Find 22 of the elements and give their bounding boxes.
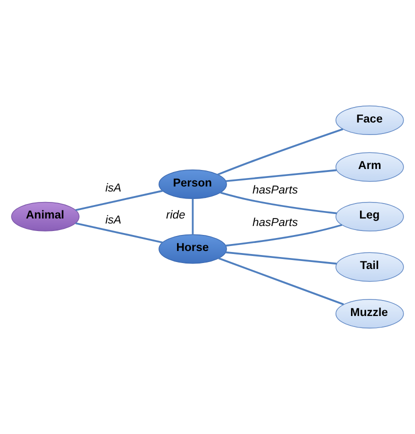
node-ellipse: Face bbox=[336, 106, 404, 135]
node-ellipse: Muzzle bbox=[336, 299, 404, 328]
edge-label: isA bbox=[105, 182, 122, 194]
node-ellipse: Person bbox=[158, 170, 227, 200]
connector bbox=[226, 224, 342, 247]
connector bbox=[192, 198, 194, 234]
connector bbox=[226, 251, 337, 265]
node-ellipse: Animal bbox=[11, 202, 80, 232]
node-ellipse: Horse bbox=[158, 234, 227, 264]
connector bbox=[75, 190, 163, 211]
node-ellipse: Leg bbox=[336, 202, 404, 232]
edge-label: isA bbox=[105, 214, 122, 227]
edge-label: hasParts bbox=[252, 184, 298, 196]
connector bbox=[75, 222, 163, 244]
node-ellipse: Arm bbox=[336, 152, 404, 182]
edge-label: hasParts bbox=[252, 216, 298, 229]
connector bbox=[226, 169, 337, 182]
node-ellipse: Tail bbox=[336, 252, 404, 282]
connector bbox=[220, 192, 337, 214]
connector bbox=[218, 257, 344, 306]
edge-label: ride bbox=[166, 210, 186, 222]
connector bbox=[217, 128, 344, 176]
